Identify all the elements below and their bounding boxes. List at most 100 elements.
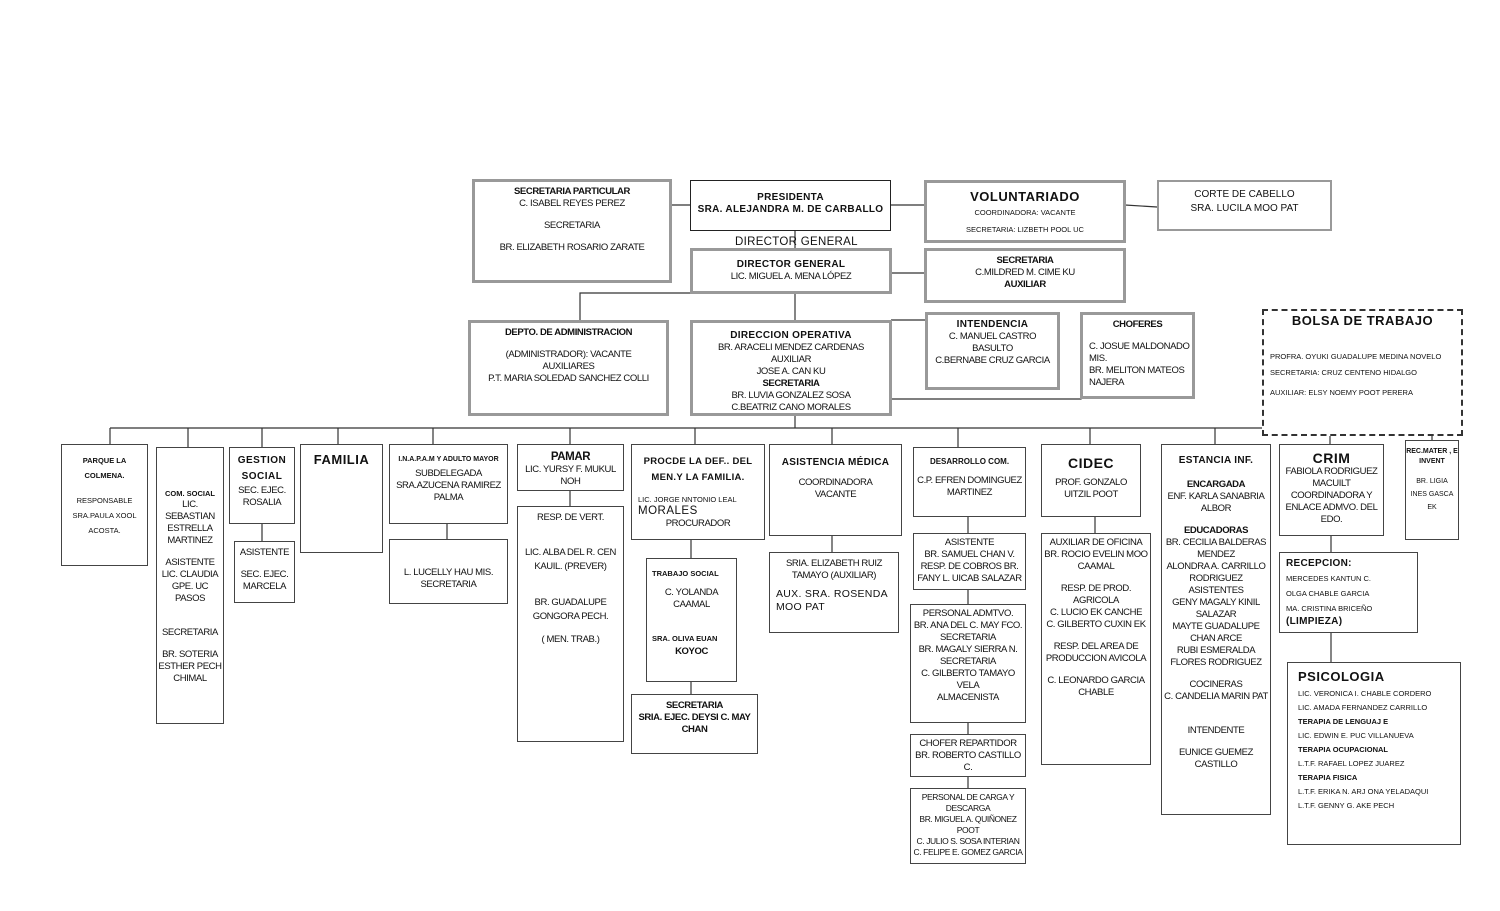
familia-box: FAMILIA: [300, 444, 383, 553]
node-line: MERCEDES KANTUN C.: [1286, 574, 1372, 583]
node-line: PROFRA. OYUKI GUADALUPE MEDINA NOVELO: [1270, 352, 1442, 361]
node-line: BR. GUADALUPE GONGORA PECH.: [532, 597, 609, 622]
node-line: RESP. DE PROD. AGRICOLA: [1060, 583, 1132, 606]
node-title: PAMAR: [550, 451, 591, 463]
node-line: BR. MELITON MATEOS NAJERA: [1089, 365, 1185, 388]
node-line: BR. SAMUEL CHAN V.: [924, 549, 1015, 560]
node-title: PROCDE LA DEF.. DEL MEN.Y LA FAMILIA.: [643, 456, 753, 483]
node-line: PROCURADOR: [665, 518, 731, 529]
node-line: KOYOC: [675, 646, 708, 657]
node-line: TERAPIA DE LENGUAJ E: [1298, 717, 1389, 726]
node-line: LIC. JORGE NNTONIO LEAL: [638, 495, 737, 504]
node-line: C.BEATRIZ CANO MORALES: [731, 402, 851, 413]
node-title: TRABAJO SOCIAL: [652, 569, 719, 578]
node-line: INTENDENTE: [1187, 725, 1245, 736]
node-line: RESP. DEL AREA DE PRODUCCION AVICOLA: [1045, 641, 1147, 664]
node-line: SRA.PAULA XOOL: [72, 511, 137, 520]
node-title: RECEPCION:: [1286, 558, 1352, 569]
node-title: DIRECTOR GENERAL: [736, 259, 846, 270]
node-title: PSICOLOGIA: [1298, 669, 1385, 684]
procde-box: PROCDE LA DEF.. DEL MEN.Y LA FAMILIA. LI…: [631, 444, 765, 540]
node-title: SECRETARIA: [665, 700, 724, 711]
node-line: ACOSTA.: [88, 526, 121, 535]
node-line: SECRETARIA: LIZBETH POOL UC: [966, 225, 1084, 234]
node-line: SRA.AZUCENA RAMIREZ PALMA: [396, 480, 501, 503]
choferes-box: CHOFERES C. JOSUE MALDONADO MIS. BR. MEL…: [1080, 312, 1195, 399]
node-title: ASISTENCIA MÉDICA: [781, 457, 890, 468]
node-title: SECRETARIA PARTICULAR: [514, 186, 630, 197]
node-title: REC.MATER , E INVENT: [1406, 448, 1458, 465]
node-line: INES GASCA: [1410, 491, 1454, 498]
node-line: C. ISABEL REYES PEREZ: [519, 198, 625, 209]
desarrollo-com-box: DESARROLLO COM. C.P. EFREN DOMINGUEZ MAR…: [913, 447, 1026, 517]
node-title: AUXILIAR DE OFICINA: [1049, 537, 1143, 548]
estancia-infantil-box: ESTANCIA INF. ENCARGADA ENF. KARLA SANAB…: [1161, 444, 1271, 815]
node-line: COORDINADORA: [798, 477, 873, 488]
node-line: BR. MIGUEL A. QUIÑONEZ POOT: [919, 814, 1017, 835]
cidec-staff-box: AUXILIAR DE OFICINA BR. ROCIO EVELIN MOO…: [1041, 533, 1151, 765]
node-line: LIC. SEBASTIAN ESTRELLA MARTINEZ: [165, 499, 215, 546]
node-line: LIC. CLAUDIA GPE. UC PASOS: [161, 569, 219, 604]
node-line: C.MILDRED M. CIME KU: [975, 267, 1075, 278]
desarrollo-asistente-box: ASISTENTE BR. SAMUEL CHAN V. RESP. DE CO…: [913, 533, 1026, 590]
node-title: I.N.A.P.A.M Y ADULTO MAYOR: [398, 456, 499, 463]
node-line: P.T. MARIA SOLEDAD SANCHEZ COLLI: [488, 373, 649, 384]
desarrollo-chofer-box: CHOFER REPARTIDOR BR. ROBERTO CASTILLO C…: [910, 734, 1026, 777]
depto-administracion-box: DEPTO. DE ADMINISTRACION (ADMINISTRADOR)…: [468, 320, 669, 416]
node-line: BR. MAGALY SIERRA N.: [918, 644, 1018, 655]
node-line: L.T.F. ERIKA N. ARJ ONA YELADAQUI: [1298, 787, 1429, 796]
node-title: DEPTO. DE ADMINISTRACION: [504, 327, 633, 338]
pamar-box: PAMAR LIC. YURSY F. MUKUL NOH: [517, 444, 624, 491]
node-line: BR. LUVIA GONZALEZ SOSA: [731, 390, 851, 401]
node-line: LIC. AMADA FERNANDEZ CARRILLO: [1298, 703, 1428, 712]
bolsa-trabajo-box: BOLSA DE TRABAJO PROFRA. OYUKI GUADALUPE…: [1262, 309, 1463, 436]
direccion-operativa-box: DIRECCION OPERATIVA BR. ARACELI MENDEZ C…: [690, 320, 892, 416]
node-title: ASISTENTE: [239, 547, 290, 558]
node-line: SECRETARIA: [161, 627, 218, 638]
node-line: BR. ARACELI MENDEZ CARDENAS: [718, 342, 864, 353]
inapam-box: I.N.A.P.A.M Y ADULTO MAYOR SUBDELEGADA S…: [389, 444, 508, 524]
recepcion-box: RECEPCION: MERCEDES KANTUN C. OLGA CHABL…: [1279, 552, 1418, 633]
node-line: SECRETARIA: [762, 378, 820, 389]
cidec-box: CIDEC PROF. GONZALO UITZIL POOT: [1041, 444, 1141, 517]
desarrollo-carga-box: PERSONAL DE CARGA Y DESCARGA BR. MIGUEL …: [910, 788, 1026, 864]
node-line: AUXILIAR: ELSY NOEMY POOT PERERA: [1270, 388, 1413, 397]
node-line: RUBI ESMERALDA FLORES RODRIGUEZ: [1170, 645, 1262, 668]
node-title: ASISTENTE: [944, 537, 995, 548]
node-line: TERAPIA FISICA: [1298, 773, 1358, 782]
node-line: LIC. YURSY F. MUKUL NOH: [525, 464, 616, 487]
secretaria-particular-box: SECRETARIA PARTICULAR C. ISABEL REYES PE…: [472, 179, 672, 283]
node-line: ENCARGADA: [1186, 479, 1246, 490]
node-line: SECRETARIA: [939, 656, 996, 667]
presidenta-box: PRESIDENTA SRA. ALEJANDRA M. DE CARBALLO: [690, 180, 891, 231]
node-title: DESARROLLO COM.: [929, 457, 1010, 466]
node-line: C. CANDELIA MARIN PAT: [1164, 691, 1268, 702]
node-line: PROF. GONZALO UITZIL POOT: [1055, 477, 1127, 500]
voluntariado-box: VOLUNTARIADO COORDINADORA: VACANTE SECRE…: [924, 180, 1126, 243]
rec-materiales-box: REC.MATER , E INVENT BR. LIGIA INES GASC…: [1405, 440, 1459, 540]
node-line: COORDINADORA Y ENLACE ADMVO. DEL EDO.: [1285, 490, 1378, 525]
node-line: C. LUCIO EK CANCHE: [1049, 607, 1143, 618]
node-title: SECRETARIA: [996, 255, 1054, 266]
parque-colmena-box: PARQUE LA COLMENA. RESPONSABLE SRA.PAULA…: [61, 444, 148, 566]
gestion-asistente-box: ASISTENTE SEC. EJEC. MARCELA: [234, 541, 295, 603]
node-line: BR. ROBERTO CASTILLO C.: [915, 750, 1021, 773]
node-line: BR. ANA DEL C. MAY FCO.: [913, 620, 1023, 631]
node-line: C.BERNABE CRUZ GARCIA: [935, 355, 1050, 366]
node-line: AUXILIAR: [1004, 279, 1046, 290]
intendencia-box: INTENDENCIA C. MANUEL CASTRO BASULTO C.B…: [925, 312, 1060, 390]
node-line: RESPONSABLE: [76, 496, 133, 505]
asistencia-medica-box: ASISTENCIA MÉDICA COORDINADORA VACANTE: [769, 444, 902, 536]
node-line: LIC. EDWIN E. PUC VILLANUEVA: [1298, 731, 1414, 740]
node-line: SECRETARIA: [420, 579, 477, 590]
node-line: C. MANUEL CASTRO: [948, 331, 1037, 342]
node-line: BR. ROCIO EVELIN MOO CAAMAL: [1044, 549, 1148, 572]
node-line: C.P. EFREN DOMINGUEZ MARTINEZ: [917, 475, 1022, 498]
secretaria-dg-box: SECRETARIA C.MILDRED M. CIME KU AUXILIAR: [924, 248, 1126, 303]
node-title: FAMILIA: [313, 452, 370, 467]
node-line: SECRETARIA: CRUZ CENTENO HIDALGO: [1270, 368, 1417, 377]
node-title: VOLUNTARIADO: [970, 189, 1080, 204]
node-line: MORALES: [638, 505, 698, 517]
node-line: ENF. KARLA SANABRIA ALBOR: [1167, 491, 1265, 514]
